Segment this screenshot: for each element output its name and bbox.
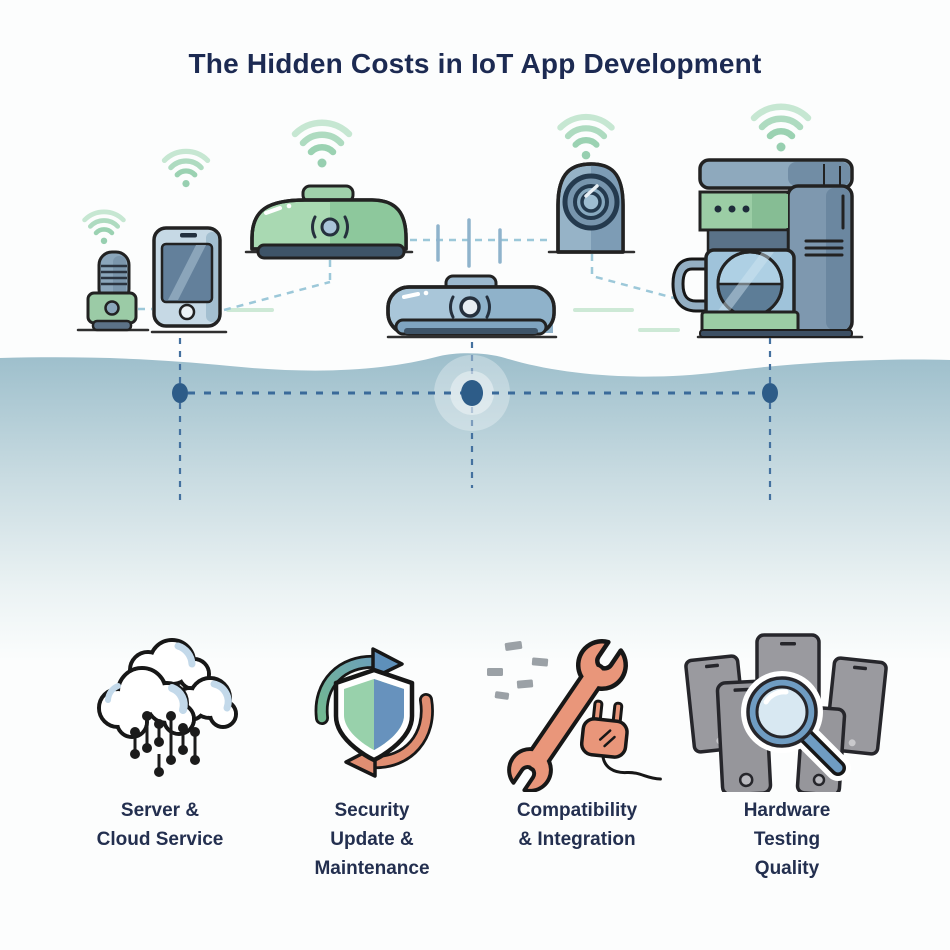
cost-label-hardware: Hardware Testing Quality: [743, 800, 831, 879]
iot-scene-illustration: [0, 103, 950, 660]
cost-item-compatibility: Compatibility & Integration: [475, 620, 679, 854]
wrench: [507, 639, 628, 792]
ground-accents: [226, 308, 680, 332]
cost-item-server-cloud: Server & Cloud Service: [58, 620, 262, 854]
device-testing-magnifier-icon: [684, 633, 888, 792]
page-title: The Hidden Costs in IoT App Development: [188, 48, 762, 79]
cost-label-security: Security Update & Maintenance: [314, 800, 430, 879]
shield: [333, 667, 415, 763]
cost-item-security: Security Update & Maintenance: [270, 620, 474, 883]
smartphone-illustration: [152, 226, 222, 328]
wifi-icon: [161, 148, 211, 188]
wrench-plug-icon: [487, 639, 662, 792]
coffee-maker-illustration: [671, 158, 854, 338]
security-update-icon: [314, 647, 434, 778]
water-surface: [0, 353, 950, 660]
connection-dashed-lines: [138, 238, 701, 312]
debris-specks: [487, 640, 549, 700]
cost-label-server-cloud: Server & Cloud Service: [96, 800, 224, 850]
signal-bars: [436, 218, 502, 268]
circuit-nodes: [130, 711, 200, 777]
smart-hub-illustration: [250, 184, 408, 260]
cost-node-dot: [461, 380, 483, 406]
cost-node-dot: [762, 383, 778, 403]
power-plug: [579, 699, 662, 781]
magnifier: [741, 671, 851, 781]
robot-vacuum-illustration: [386, 274, 556, 336]
wifi-icon: [82, 209, 126, 245]
cost-item-hardware: Hardware Testing Quality: [680, 620, 894, 883]
wifi-icon: [557, 113, 615, 160]
cost-connector-lines: [178, 338, 772, 505]
security-camera-illustration: [556, 162, 625, 254]
smart-speaker-illustration: [86, 250, 138, 332]
wifi-icon: [750, 103, 812, 152]
cloud-server-icon: [97, 638, 238, 777]
cost-node-dot: [172, 383, 188, 403]
waterline-section: [0, 338, 950, 660]
wifi-icon: [291, 119, 353, 168]
cost-label-compatibility: Compatibility & Integration: [516, 800, 638, 850]
refresh-arrow-top: [314, 647, 404, 725]
